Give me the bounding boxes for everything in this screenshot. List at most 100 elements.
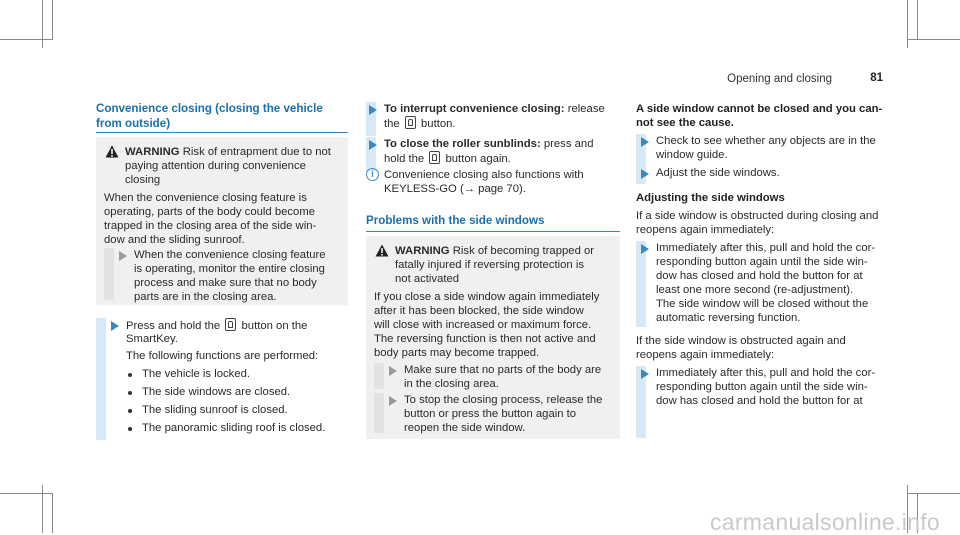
step-arrow-icon xyxy=(119,251,127,261)
problem-heading: A side window cannot be closed and you c… xyxy=(636,103,883,115)
step-text: responding button again until the side w… xyxy=(656,381,868,393)
warning-triangle-icon xyxy=(375,244,389,257)
warning-text: fatally injured if reversing protection … xyxy=(395,259,584,271)
blinds-text: To close the roller sunblinds: press and xyxy=(384,138,594,150)
step-arrow-icon xyxy=(389,396,397,406)
step-bar xyxy=(104,248,114,300)
warning-body: If you close a side window again immedia… xyxy=(374,291,600,303)
section-heading-convenience-closing: Convenience closing (closing the vehicle… xyxy=(96,102,323,130)
crop-mark xyxy=(917,0,918,40)
step-arrow-icon xyxy=(641,369,649,379)
crop-mark xyxy=(907,39,960,40)
warning-text: WARNING Risk of becoming trapped or xyxy=(395,245,595,257)
list-item: The panoramic sliding roof is closed. xyxy=(142,422,326,434)
crop-mark xyxy=(52,493,53,533)
warning-body: operating, parts of the body could becom… xyxy=(104,206,316,218)
step-arrow-icon xyxy=(111,321,119,331)
step-arrow-icon xyxy=(641,137,649,147)
crop-mark xyxy=(42,485,43,533)
action-text: SmartKey. xyxy=(126,333,178,345)
result-intro: The following functions are performed: xyxy=(126,350,319,362)
step-text: Immediately after this, pull and hold th… xyxy=(656,367,876,379)
crop-mark xyxy=(907,485,908,533)
warning-text: closing xyxy=(125,174,161,186)
info-text[interactable]: KEYLESS-GO (→ page 70). xyxy=(384,182,526,197)
step-text: dow has closed and hold the button for a… xyxy=(656,270,863,282)
lock-button-icon xyxy=(429,151,441,164)
section-heading-problems: Problems with the side windows xyxy=(366,214,545,227)
bullet-icon xyxy=(128,409,132,413)
step-text: dow has closed and hold the button for a… xyxy=(656,395,863,407)
lock-button-icon xyxy=(404,116,416,129)
step-bar xyxy=(96,318,106,440)
step-text: The side window will be closed without t… xyxy=(656,298,869,310)
body-text: If a side window is obstructed during cl… xyxy=(636,210,879,222)
warning-text: WARNING Risk of entrapment due to not xyxy=(125,146,331,158)
blinds-text: hold the button again. xyxy=(384,151,511,165)
info-icon: i xyxy=(366,168,379,181)
crop-mark xyxy=(907,493,960,494)
warning-body: trapped in the closing area of the side … xyxy=(104,220,317,232)
page-number: 81 xyxy=(870,72,883,84)
warning-body: The reversing function is then not activ… xyxy=(374,333,596,345)
step-bar xyxy=(374,363,384,389)
warning-text: paying attention during convenience xyxy=(125,160,306,172)
step-bar xyxy=(366,137,376,171)
warning-body: will close with increased or maximum for… xyxy=(374,319,592,331)
step-text: To stop the closing process, release the xyxy=(404,394,603,406)
step-text: automatic reversing function. xyxy=(656,312,801,324)
running-header: Opening and closing xyxy=(727,73,832,85)
heading-rule xyxy=(366,231,620,232)
step-text: reopen the side window. xyxy=(404,422,526,434)
bullet-icon xyxy=(128,373,132,377)
body-text: reopens again immediately: xyxy=(636,224,775,236)
step-text: in the closing area. xyxy=(404,378,499,390)
step-text: process and make sure that no body xyxy=(134,277,317,289)
step-text: button or press the button again to xyxy=(404,408,577,420)
step-text: least one more second (re-adjustment). xyxy=(656,284,854,296)
list-item: The side windows are closed. xyxy=(142,386,291,398)
warning-label: WARNING xyxy=(125,146,180,158)
step-bar xyxy=(636,241,646,327)
step-text: When the convenience closing feature xyxy=(134,249,326,261)
crop-mark xyxy=(42,0,43,48)
step-arrow-icon xyxy=(369,140,377,150)
step-bar xyxy=(374,393,384,433)
subheading: Adjusting the side windows xyxy=(636,192,785,204)
page-link[interactable]: KEYLESS-GO (→ page 70). xyxy=(384,183,526,195)
warning-triangle-icon xyxy=(105,145,119,158)
bullet-icon xyxy=(128,427,132,431)
action-text: Press and hold the button on the xyxy=(126,318,308,332)
step-bar xyxy=(636,366,646,438)
step-arrow-icon xyxy=(389,366,397,376)
list-item: The vehicle is locked. xyxy=(142,368,250,380)
crop-mark xyxy=(917,493,918,533)
step-arrow-icon xyxy=(369,105,377,115)
watermark: carmanualsonline.info xyxy=(709,508,940,535)
info-text: Convenience closing also functions with xyxy=(384,169,584,181)
crop-mark xyxy=(0,493,52,494)
bullet-icon xyxy=(128,391,132,395)
step-text: parts are in the closing area. xyxy=(134,291,277,303)
problem-heading: not see the cause. xyxy=(636,117,734,129)
list-item: The sliding sunroof is closed. xyxy=(142,404,288,416)
body-text: If the side window is obstructed again a… xyxy=(636,335,846,347)
step-arrow-icon xyxy=(641,169,649,179)
warning-box xyxy=(96,137,348,305)
step-bar xyxy=(636,134,646,166)
warning-body: body parts may become trapped. xyxy=(374,347,540,359)
step-text: responding button again until the side w… xyxy=(656,256,868,268)
warning-body: after it has been blocked, the side wind… xyxy=(374,305,584,317)
heading-rule xyxy=(96,132,348,133)
step-text: Make sure that no parts of the body are xyxy=(404,364,602,376)
step-text: is operating, monitor the entire closing xyxy=(134,263,325,275)
warning-text: not activated xyxy=(395,273,460,285)
lock-button-icon xyxy=(225,318,237,331)
interrupt-text: the button. xyxy=(384,116,456,130)
warning-body: dow and the sliding sunroof. xyxy=(104,234,245,246)
step-text: Adjust the side windows. xyxy=(656,167,780,179)
step-arrow-icon xyxy=(641,244,649,254)
warning-body: When the convenience closing feature is xyxy=(104,192,307,204)
crop-mark xyxy=(0,39,52,40)
interrupt-text: To interrupt convenience closing: releas… xyxy=(384,103,605,115)
